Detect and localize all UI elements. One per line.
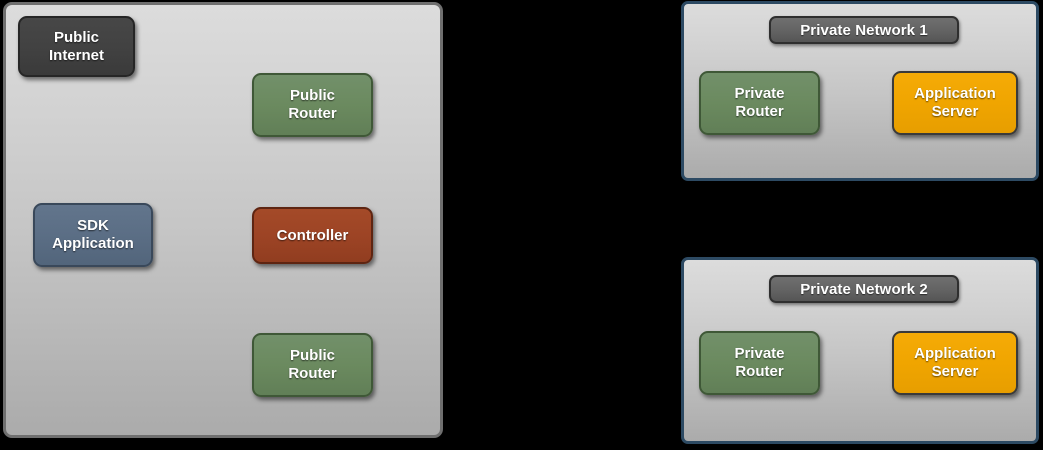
node-sdk-application-line2: Application bbox=[52, 235, 134, 252]
zone-public-network[interactable]: Public Internet Public Router SDK Applic… bbox=[3, 2, 443, 438]
node-application-server-2-line2: Server bbox=[931, 363, 979, 380]
zone-private-network-1[interactable]: Private Network 1 Private Router Applica… bbox=[681, 1, 1039, 181]
node-sdk-application-line1: SDK bbox=[77, 217, 109, 235]
node-application-server-2-line1: Application bbox=[914, 345, 996, 363]
node-controller-line1: Controller bbox=[276, 226, 349, 244]
node-application-server-1[interactable]: Application Server bbox=[892, 71, 1018, 135]
node-public-router-bottom-line2: Router bbox=[288, 365, 337, 382]
node-public-router-top[interactable]: Public Router bbox=[252, 73, 373, 137]
node-private-router-2[interactable]: Private Router bbox=[699, 331, 820, 395]
node-public-router-bottom-line1: Public bbox=[289, 347, 335, 365]
node-public-router-bottom[interactable]: Public Router bbox=[252, 333, 373, 397]
node-controller[interactable]: Controller bbox=[252, 207, 373, 264]
node-public-internet-line1: Public bbox=[53, 28, 99, 46]
node-application-server-1-line1: Application bbox=[914, 85, 996, 103]
zone-private-network-2[interactable]: Private Network 2 Private Router Applica… bbox=[681, 257, 1039, 444]
zone-title-private-network-1: Private Network 1 bbox=[769, 16, 959, 44]
node-public-internet[interactable]: Public Internet bbox=[18, 16, 135, 77]
node-private-router-2-line1: Private bbox=[734, 345, 785, 363]
node-private-router-2-line2: Router bbox=[735, 363, 784, 380]
node-public-internet-line2: Internet bbox=[48, 46, 104, 64]
node-public-router-top-line2: Router bbox=[288, 105, 337, 122]
node-private-router-1-line1: Private bbox=[734, 85, 785, 103]
zone-title-private-network-2: Private Network 2 bbox=[769, 275, 959, 303]
node-sdk-application[interactable]: SDK Application bbox=[33, 203, 153, 267]
node-application-server-2[interactable]: Application Server bbox=[892, 331, 1018, 395]
node-private-router-1-line2: Router bbox=[735, 103, 784, 120]
node-application-server-1-line2: Server bbox=[931, 103, 979, 120]
node-public-router-top-line1: Public bbox=[289, 87, 335, 105]
node-private-router-1[interactable]: Private Router bbox=[699, 71, 820, 135]
